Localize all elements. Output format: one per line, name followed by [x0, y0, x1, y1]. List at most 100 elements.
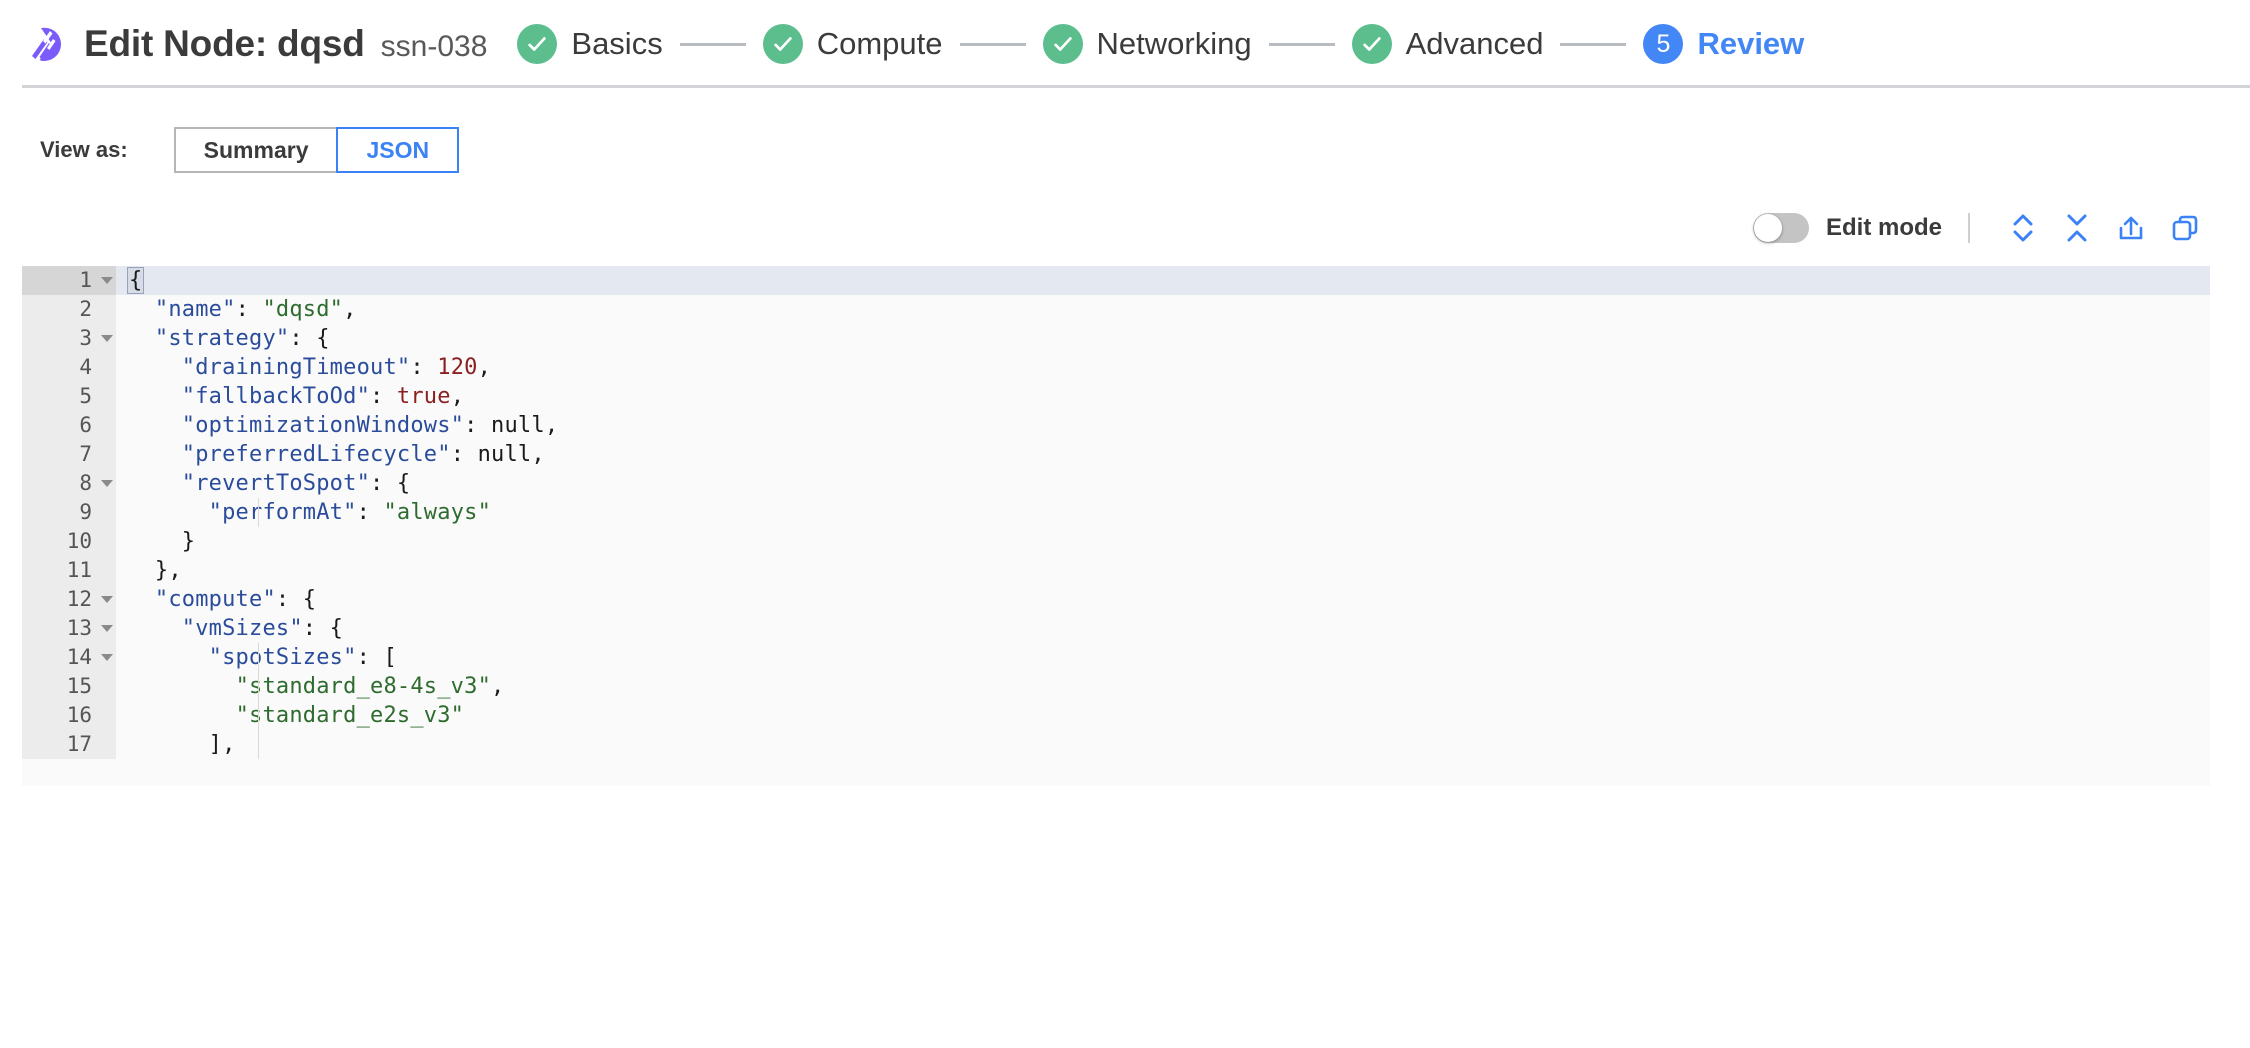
code-token-punct: { — [126, 267, 145, 294]
code-line[interactable]: 12 "compute": { — [22, 585, 2210, 614]
view-as-segmented-control[interactable]: Summary JSON — [173, 127, 460, 173]
line-number: 13 — [66, 616, 92, 640]
indent-guide — [258, 498, 259, 527]
code-line[interactable]: 9 "performAt": "always" — [22, 498, 2210, 527]
code-line[interactable]: 10 } — [22, 527, 2210, 556]
line-number: 7 — [79, 442, 92, 466]
check-icon — [1053, 37, 1072, 51]
line-number: 3 — [79, 326, 92, 350]
code-line-text: "preferredLifecycle": null, — [116, 440, 2210, 469]
code-token-key: "revertToSpot" — [181, 471, 371, 496]
check-icon — [773, 37, 792, 51]
fold-spacer — [98, 382, 116, 411]
expand-all-icon — [2013, 214, 2033, 242]
expand-all-button[interactable] — [2000, 208, 2046, 248]
fold-toggle[interactable] — [98, 266, 116, 295]
code-token-key: "vmSizes" — [181, 616, 303, 641]
chevron-down-icon[interactable] — [101, 277, 113, 284]
step-advanced[interactable]: Advanced — [1351, 24, 1543, 64]
code-token-punct — [128, 297, 155, 322]
line-number: 1 — [79, 268, 92, 292]
step-networking[interactable]: Networking — [1042, 24, 1252, 64]
line-number-gutter: 8 — [22, 469, 98, 498]
code-token-punct: , — [477, 355, 492, 380]
fold-toggle[interactable] — [98, 585, 116, 614]
check-icon — [1362, 37, 1381, 51]
code-token-punct — [128, 500, 209, 525]
chevron-down-icon[interactable] — [101, 654, 113, 661]
chevron-down-icon[interactable] — [101, 335, 113, 342]
code-line[interactable]: 14 "spotSizes": [ — [22, 643, 2210, 672]
code-line-text: "name": "dqsd", — [116, 295, 2210, 324]
step-label: Basics — [571, 26, 663, 61]
app-header: Edit Node: dqsd ssn-038 Basics Compute — [0, 0, 2250, 88]
fold-spacer — [98, 672, 116, 701]
line-number-gutter: 2 — [22, 295, 98, 324]
code-line-text: "strategy": { — [116, 324, 2210, 353]
fold-toggle[interactable] — [98, 324, 116, 353]
step-connector — [959, 42, 1026, 46]
collapse-all-button[interactable] — [2054, 208, 2100, 248]
code-token-punct: : — [235, 297, 263, 322]
code-token-punct — [128, 384, 182, 409]
fold-spacer — [98, 440, 116, 469]
fold-spacer — [98, 498, 116, 527]
code-token-punct — [128, 355, 182, 380]
code-line[interactable]: 5 "fallbackToOd": true, — [22, 382, 2210, 411]
code-line[interactable]: 4 "drainingTimeout": 120, — [22, 353, 2210, 382]
collapse-all-icon — [2067, 214, 2087, 242]
code-token-punct — [128, 413, 182, 438]
code-line[interactable]: 7 "preferredLifecycle": null, — [22, 440, 2210, 469]
code-line[interactable]: 13 "vmSizes": { — [22, 614, 2210, 643]
json-code-editor[interactable]: 1{2 "name": "dqsd",3 "strategy": {4 "dra… — [22, 266, 2210, 786]
code-token-punct: : — [356, 500, 384, 525]
chevron-down-icon[interactable] — [101, 625, 113, 632]
code-line-text: "optimizationWindows": null, — [116, 411, 2210, 440]
code-line[interactable]: 15 "standard_e8-4s_v3", — [22, 672, 2210, 701]
page-subtitle: ssn-038 — [380, 30, 488, 63]
fold-spacer — [98, 701, 116, 730]
fold-toggle[interactable] — [98, 614, 116, 643]
code-line[interactable]: 2 "name": "dqsd", — [22, 295, 2210, 324]
code-token-key: "fallbackToOd" — [181, 384, 371, 409]
fold-toggle[interactable] — [98, 469, 116, 498]
code-token-punct — [128, 587, 155, 612]
code-line[interactable]: 8 "revertToSpot": { — [22, 469, 2210, 498]
code-line[interactable]: 11 }, — [22, 556, 2210, 585]
line-number-gutter: 14 — [22, 643, 98, 672]
code-line[interactable]: 1{ — [22, 266, 2210, 295]
chevron-down-icon[interactable] — [101, 596, 113, 603]
copy-button[interactable] — [2162, 208, 2208, 248]
code-token-punct: } — [128, 529, 196, 554]
line-number: 12 — [66, 587, 92, 611]
line-number-gutter: 10 — [22, 527, 98, 556]
code-line-text: "compute": { — [116, 585, 2210, 614]
step-basics[interactable]: Basics — [517, 24, 663, 64]
step-review[interactable]: 5 Review — [1643, 24, 1804, 64]
line-number-gutter: 17 — [22, 730, 98, 759]
fold-toggle[interactable] — [98, 643, 116, 672]
code-token-punct: : [ — [356, 645, 397, 670]
code-line-text: "standard_e8-4s_v3", — [116, 672, 2210, 701]
edit-mode-toggle[interactable] — [1752, 213, 1809, 243]
code-line[interactable]: 17 ], — [22, 730, 2210, 759]
code-line-text: "drainingTimeout": 120, — [116, 353, 2210, 382]
view-as-summary-button[interactable]: Summary — [173, 127, 337, 173]
code-line[interactable]: 16 "standard_e2s_v3" — [22, 701, 2210, 730]
export-button[interactable] — [2108, 208, 2154, 248]
code-token-key: "name" — [154, 297, 236, 322]
view-as-json-button[interactable]: JSON — [336, 127, 460, 173]
line-number: 8 — [79, 471, 92, 495]
line-number-gutter: 13 — [22, 614, 98, 643]
code-lines-container: 1{2 "name": "dqsd",3 "strategy": {4 "dra… — [22, 266, 2210, 759]
chevron-down-icon[interactable] — [101, 480, 113, 487]
code-token-punct — [128, 326, 155, 351]
line-number: 5 — [79, 384, 92, 408]
code-line[interactable]: 6 "optimizationWindows": null, — [22, 411, 2210, 440]
code-line[interactable]: 3 "strategy": { — [22, 324, 2210, 353]
code-token-punct — [128, 645, 209, 670]
copy-icon — [2172, 215, 2198, 241]
step-compute[interactable]: Compute — [762, 24, 943, 64]
line-number: 14 — [66, 645, 92, 669]
line-number: 15 — [66, 674, 92, 698]
